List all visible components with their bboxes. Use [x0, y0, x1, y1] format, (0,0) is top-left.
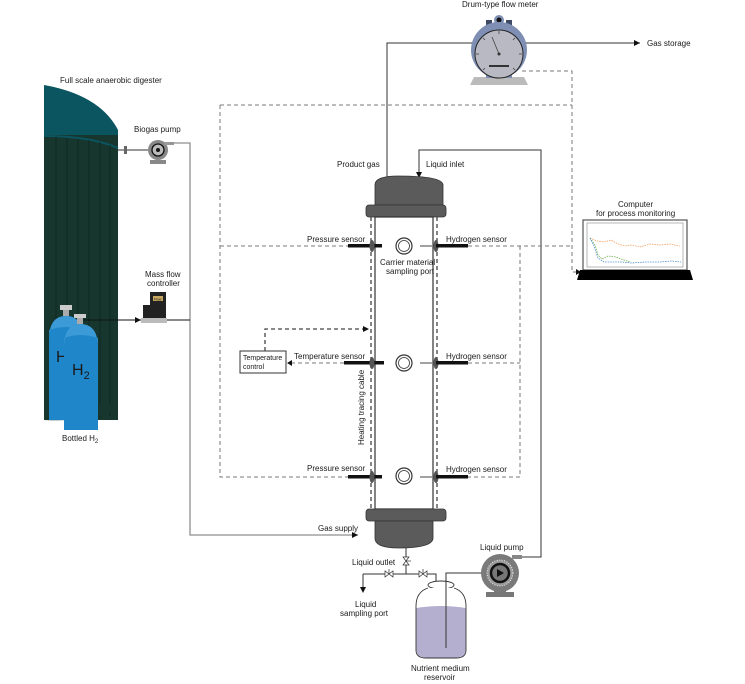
reservoir-label-1: Nutrient medium [411, 664, 470, 673]
monitoring-computer[interactable] [577, 219, 693, 280]
monitor-series-green [589, 237, 631, 263]
reactor-top-cap [374, 175, 444, 206]
liquid-pump-label: Liquid pump [480, 543, 524, 552]
liquid-inlet-label: Liquid inlet [426, 160, 465, 169]
monitor-series-orange [589, 237, 681, 248]
carrier-port-label-1: Carrier material [380, 258, 435, 267]
hydrogen-cylinder-front: H2 [64, 314, 98, 430]
reservoir-label-2: reservoir [424, 673, 455, 682]
temperature-sensor-label: Temperature sensor [294, 352, 365, 361]
gas-supply-label: Gas supply [318, 524, 358, 533]
biogas-pump-label: Biogas pump [134, 125, 181, 134]
pressure-sensor-bottom [348, 471, 382, 483]
liquid-sampling-label-1: Liquid [355, 600, 376, 609]
biogas-pump [148, 140, 174, 164]
valve-outlet[interactable] [402, 556, 411, 566]
mfc-label-2: controller [147, 279, 180, 288]
liquid-sampling-label-2: sampling port [340, 609, 389, 618]
sampling-port-bottom[interactable] [395, 467, 413, 485]
hydrogen-sensor-mid [420, 357, 468, 369]
valve-reservoir[interactable] [418, 569, 428, 578]
digester-label: Full scale anaerobic digester [60, 76, 162, 85]
mass-flow-controller: Flow [141, 292, 167, 323]
hydrogen-sensor-top-label: Hydrogen sensor [446, 235, 507, 244]
temperature-control-label-2: control [243, 364, 264, 371]
liquid-pump [481, 554, 522, 597]
computer-label-2: for process monitoring [596, 209, 675, 218]
bottled-h2-label: Bottled H2 [62, 434, 99, 445]
digester-roof [44, 85, 118, 150]
valve-sampling[interactable] [384, 569, 394, 578]
carrier-port-label-2: sampling port [386, 267, 435, 276]
hydrogen-sensor-bottom-label: Hydrogen sensor [446, 465, 507, 474]
pressure-sensor-bottom-label: Pressure sensor [307, 464, 366, 473]
computer-label-1: Computer [618, 200, 653, 209]
pressure-sensor-top [348, 240, 382, 252]
reactor-bottom-cap [374, 520, 434, 549]
temperature-control-box[interactable]: Temperature control [239, 350, 287, 374]
nutrient-reservoir [415, 580, 467, 659]
hydrogen-sensor-bottom [420, 471, 468, 483]
sampling-port-mid[interactable] [395, 354, 413, 372]
monitor-series-blue [589, 237, 682, 264]
drum-flow-meter [470, 15, 528, 85]
liquid-outlet-label: Liquid outlet [352, 558, 396, 567]
sampling-port-top[interactable] [395, 237, 413, 255]
cylinder-label-front: H2 [72, 362, 90, 382]
hydrogen-sensor-top [420, 240, 468, 252]
heating-cable-label: Heating tracing cable [357, 369, 366, 445]
temperature-control-label-1: Temperature [243, 355, 282, 362]
cylinder-label-back: H [56, 349, 68, 366]
pressure-sensor-top-label: Pressure sensor [307, 235, 366, 244]
mfc-label-1: Mass flow [145, 270, 181, 279]
flow-meter-label: Drum-type flow meter [462, 0, 539, 9]
hydrogen-sensor-mid-label: Hydrogen sensor [446, 352, 507, 361]
mfc-display: Flow [154, 298, 162, 302]
temperature-sensor [344, 357, 384, 369]
reservoir-liquid [416, 606, 466, 658]
product-gas-label: Product gas [337, 160, 380, 169]
gas-storage-label: Gas storage [647, 39, 691, 48]
